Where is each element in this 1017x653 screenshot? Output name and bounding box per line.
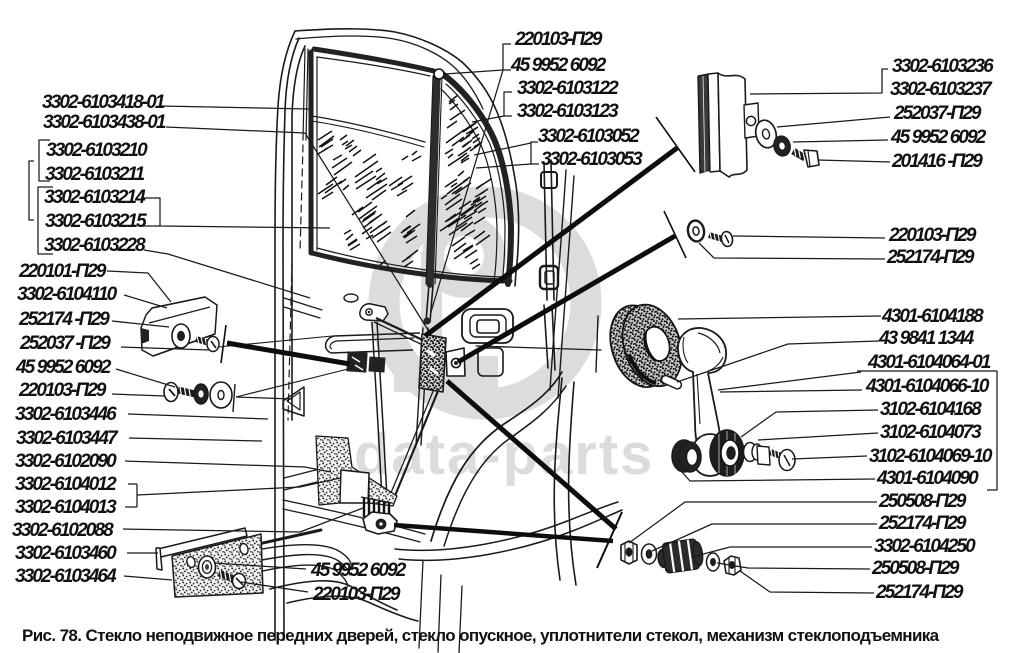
- svg-text:220103-П29: 220103-П29: [888, 225, 977, 246]
- svg-text:250508-П29: 250508-П29: [878, 491, 967, 512]
- svg-text:220103-П29: 220103-П29: [514, 29, 603, 50]
- svg-text:3302-6103446: 3302-6103446: [15, 404, 117, 425]
- svg-text:252037-П29: 252037-П29: [893, 103, 982, 124]
- svg-text:Рис. 78. Стекло неподвижное пе: Рис. 78. Стекло неподвижное передних две…: [22, 626, 940, 645]
- svg-text:220101-П29: 220101-П29: [18, 261, 107, 282]
- svg-text:45 9952 6092: 45 9952 6092: [15, 357, 112, 378]
- svg-text:250508-П29: 250508-П29: [871, 558, 960, 579]
- svg-text:3302-6103052: 3302-6103052: [538, 126, 640, 147]
- svg-text:45 9952 6092: 45 9952 6092: [510, 55, 607, 76]
- svg-text:3302-6104250: 3302-6104250: [874, 536, 976, 557]
- svg-text:252037 -П29: 252037 -П29: [19, 333, 111, 354]
- svg-text:3302-6103464: 3302-6103464: [15, 566, 117, 587]
- svg-text:3302-6103053: 3302-6103053: [541, 149, 643, 170]
- svg-text:3102-6104073: 3102-6104073: [880, 422, 982, 443]
- svg-text:3302-6103228: 3302-6103228: [44, 235, 146, 256]
- svg-text:3102-6104069-10: 3102-6104069-10: [869, 446, 993, 467]
- svg-text:4301-6104188: 4301-6104188: [881, 306, 984, 327]
- svg-text:3302-6103418-01: 3302-6103418-01: [42, 92, 165, 113]
- svg-text:45 9952 6092: 45 9952 6092: [890, 127, 987, 148]
- svg-text:3302-6103460: 3302-6103460: [15, 543, 117, 564]
- svg-text:3302-6104013: 3302-6104013: [15, 497, 117, 518]
- svg-text:3302-6104110: 3302-6104110: [17, 284, 118, 305]
- svg-text:3302-6102090: 3302-6102090: [15, 451, 117, 472]
- svg-text:3302-6103210: 3302-6103210: [46, 140, 148, 161]
- svg-text:4301-6104064-01: 4301-6104064-01: [867, 352, 991, 373]
- svg-text:3302-6102088: 3302-6102088: [12, 520, 114, 541]
- svg-text:3102-6104168: 3102-6104168: [880, 399, 982, 420]
- svg-text:252174-П29: 252174-П29: [875, 582, 964, 603]
- svg-text:252174 -П29: 252174 -П29: [18, 309, 110, 330]
- svg-text:252174-П29: 252174-П29: [886, 247, 975, 268]
- svg-text:4301-6104090: 4301-6104090: [876, 468, 979, 489]
- svg-text:3302-6103215: 3302-6103215: [45, 211, 147, 232]
- svg-text:3302-6103236: 3302-6103236: [892, 56, 994, 77]
- svg-text:252174-П29: 252174-П29: [878, 513, 967, 534]
- svg-text:220103-П29: 220103-П29: [312, 584, 401, 605]
- svg-text:3302-6103122: 3302-6103122: [517, 78, 619, 99]
- svg-text:4301-6104066-10: 4301-6104066-10: [865, 376, 990, 397]
- svg-text:3302-6103123: 3302-6103123: [517, 101, 619, 122]
- svg-text:3302-6104012: 3302-6104012: [15, 474, 117, 495]
- svg-text:220103-П29: 220103-П29: [18, 380, 107, 401]
- svg-text:3302-6103438-01: 3302-6103438-01: [43, 112, 166, 133]
- svg-text:3302-6103447: 3302-6103447: [16, 428, 119, 449]
- svg-text:201416 -П29: 201416 -П29: [891, 151, 983, 172]
- svg-text:45 9952 6092: 45 9952 6092: [310, 560, 407, 581]
- svg-text:3302-6103211: 3302-6103211: [45, 164, 145, 185]
- svg-text:43 9841 1344: 43 9841 1344: [878, 328, 975, 349]
- svg-text:3302-6103214: 3302-6103214: [44, 187, 146, 208]
- svg-text:3302-6103237: 3302-6103237: [890, 79, 993, 100]
